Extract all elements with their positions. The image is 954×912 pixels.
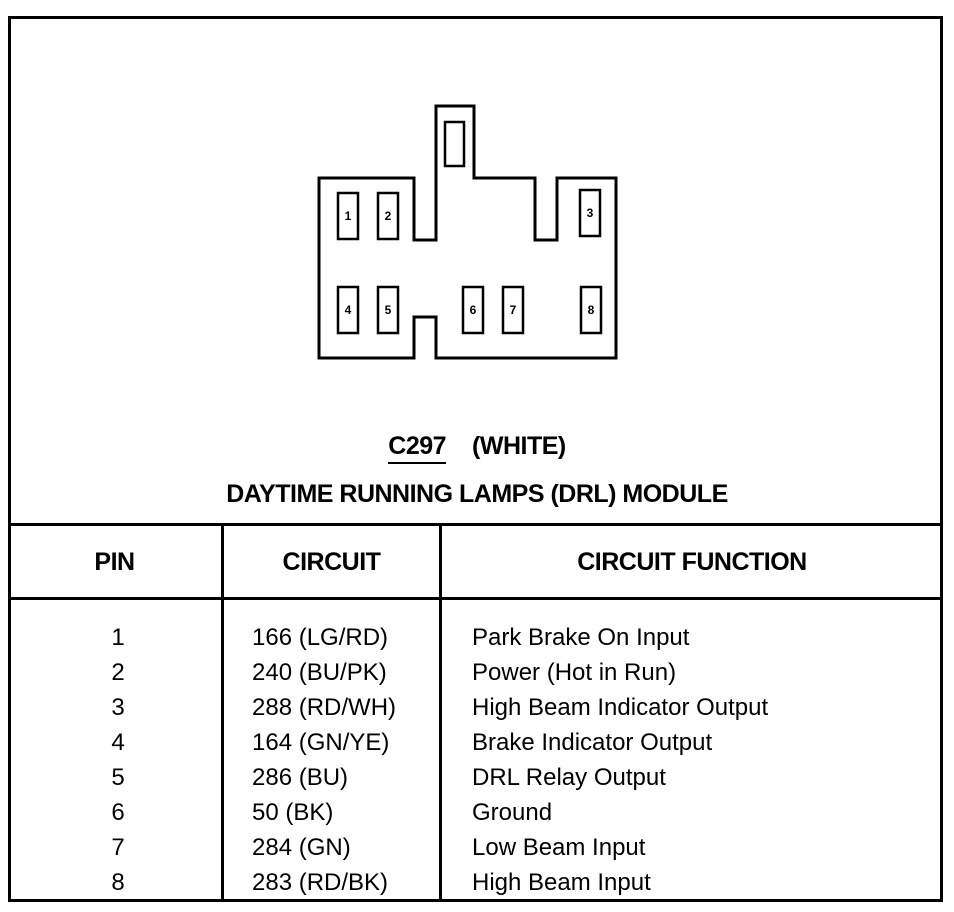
header-bottom-border	[8, 597, 943, 600]
header-circuit-function: CIRCUIT FUNCTION	[577, 548, 807, 576]
pin-cavity-6: 6	[461, 285, 485, 335]
table-top-border	[8, 523, 943, 526]
table-cell-circuit: 284 (GN)	[252, 834, 351, 861]
pin-label-8: 8	[588, 303, 595, 317]
table-cell-function: Ground	[472, 799, 553, 826]
diagram-frame	[8, 16, 943, 902]
locking-tab	[443, 120, 466, 168]
table-cell-circuit: 240 (BU/PK)	[252, 659, 387, 686]
pin-cavity-7: 7	[501, 285, 525, 335]
pin-cavity-2: 2	[376, 191, 400, 241]
connector-outline	[317, 104, 618, 360]
table-cell-function: Park Brake On Input	[472, 624, 690, 651]
table-cell-circuit: 50 (BK)	[252, 799, 334, 826]
connector-color: (WHITE)	[472, 432, 566, 460]
pin-label-3: 3	[587, 206, 594, 220]
pin-label-4: 4	[345, 303, 352, 317]
pin-cavity-3: 3	[578, 188, 602, 238]
pin-label-6: 6	[470, 303, 477, 317]
table-cell-circuit: 166 (LG/RD)	[252, 624, 389, 651]
connector-face-diagram: 1 2 3 4 5 6 7 8	[317, 104, 618, 360]
table-cell-pin: 8	[111, 869, 125, 896]
circuit-column: 166 (LG/RD) 240 (BU/PK) 288 (RD/WH) 164 …	[252, 620, 396, 900]
module-title: DAYTIME RUNNING LAMPS (DRL) MODULE	[226, 480, 728, 508]
table-cell-pin: 5	[111, 764, 125, 791]
pin-cavity-5: 5	[376, 285, 400, 335]
header-pin: PIN	[94, 548, 135, 576]
connector-id-line: C297 (WHITE)	[0, 432, 954, 464]
table-cell-circuit: 288 (RD/WH)	[252, 694, 397, 721]
table-cell-pin: 4	[111, 729, 125, 756]
pin-label-2: 2	[385, 209, 392, 223]
table-cell-function: Low Beam Input	[472, 834, 646, 861]
table-cell-function: Power (Hot in Run)	[472, 659, 677, 686]
table-cell-circuit: 286 (BU)	[252, 764, 349, 791]
pin-label-1: 1	[345, 209, 352, 223]
table-cell-circuit: 283 (RD/BK)	[252, 869, 389, 896]
function-column: Park Brake On Input Power (Hot in Run) H…	[472, 620, 768, 900]
table-cell-pin: 7	[111, 834, 125, 861]
table-cell-pin: 6	[111, 799, 125, 826]
table-cell-function: High Beam Input	[472, 869, 651, 896]
pin-cavity-4: 4	[336, 285, 360, 335]
table-cell-function: Brake Indicator Output	[472, 729, 713, 756]
column-divider-2	[439, 524, 442, 900]
connector-code: C297	[388, 432, 447, 464]
pin-cavity-8: 8	[579, 285, 603, 335]
pin-cavity-1: 1	[336, 191, 360, 241]
pin-column: 1 2 3 4 5 6 7 8	[98, 620, 138, 900]
pin-label-7: 7	[510, 303, 517, 317]
pin-label-5: 5	[385, 303, 392, 317]
table-cell-function: High Beam Indicator Output	[472, 694, 769, 721]
table-cell-pin: 3	[111, 694, 125, 721]
column-divider-1	[221, 524, 224, 900]
table-cell-pin: 2	[111, 659, 125, 686]
table-cell-function: DRL Relay Output	[472, 764, 666, 791]
header-circuit: CIRCUIT	[282, 548, 381, 576]
table-cell-pin: 1	[111, 624, 125, 651]
table-cell-circuit: 164 (GN/YE)	[252, 729, 390, 756]
